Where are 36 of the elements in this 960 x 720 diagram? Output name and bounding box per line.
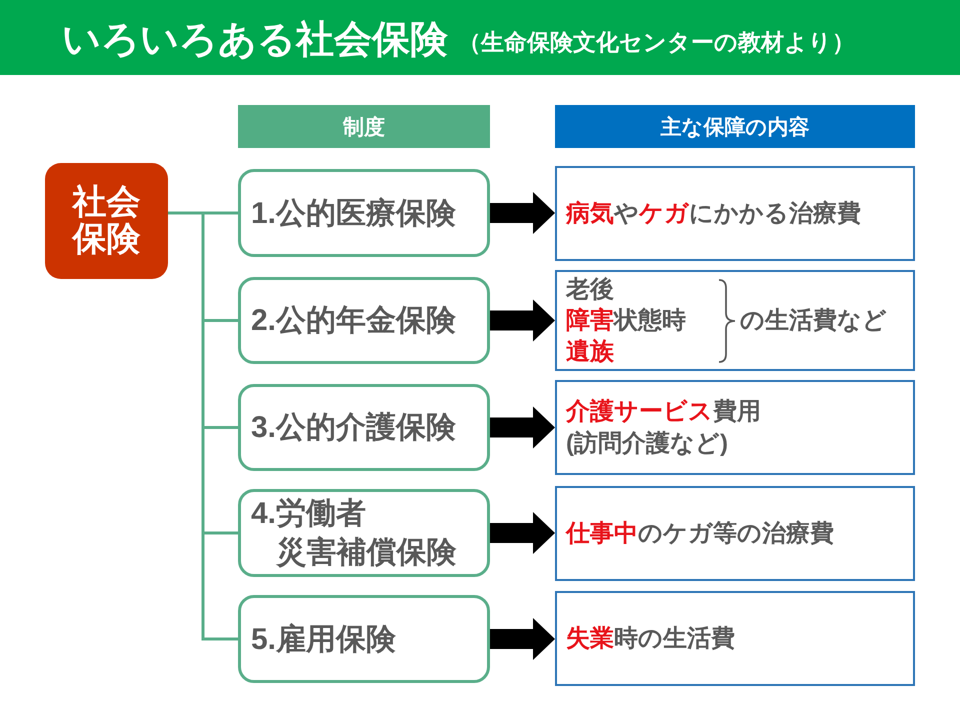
insurance-name: 5.雇用保険 xyxy=(251,622,396,658)
coverage-text: の生活費など xyxy=(740,306,887,336)
header-label: 主な保障の内容 xyxy=(660,114,810,140)
coverage-box xyxy=(555,486,915,581)
insurance-name: 1.公的医療保険 xyxy=(251,196,456,232)
coverage-text: 遺族 xyxy=(566,337,614,368)
coverage-box xyxy=(555,380,915,475)
insurance-box xyxy=(238,489,490,577)
coverage-box xyxy=(555,166,915,261)
root-label: 社会保険 xyxy=(72,184,142,258)
insurance-box xyxy=(238,169,490,257)
insurance-box xyxy=(238,595,490,683)
block-arrow xyxy=(490,618,555,660)
root-box xyxy=(45,163,168,279)
coverage-text: 介護サービス費用(訪問介護など) xyxy=(566,397,762,458)
block-arrow xyxy=(490,406,555,448)
block-arrow xyxy=(490,192,555,234)
insurance-name: 4.労働者災害補償保険 xyxy=(251,496,458,571)
header-bar xyxy=(238,105,490,148)
insurance-box xyxy=(238,277,490,364)
coverage-text: 病気やケガにかかる治療費 xyxy=(566,198,861,229)
coverage-text: 失業時の生活費 xyxy=(566,624,735,654)
block-arrow xyxy=(490,300,555,342)
header-bar xyxy=(555,105,915,148)
coverage-box xyxy=(555,591,915,686)
page-title: いろいろある社会保険 xyxy=(62,18,448,62)
coverage-text: 障害状態時 xyxy=(566,306,686,336)
insurance-name: 2.公的年金保険 xyxy=(251,303,456,339)
coverage-text: 老後 xyxy=(566,274,614,305)
insurance-name: 3.公的介護保険 xyxy=(251,410,456,446)
block-arrow xyxy=(490,512,555,554)
coverage-box xyxy=(555,270,915,371)
header-label: 制度 xyxy=(343,114,385,140)
coverage-text: 仕事中のケガ等の治療費 xyxy=(566,518,834,549)
source-note: （生命保険文化センターの教材より） xyxy=(458,29,855,56)
insurance-box xyxy=(238,384,490,471)
